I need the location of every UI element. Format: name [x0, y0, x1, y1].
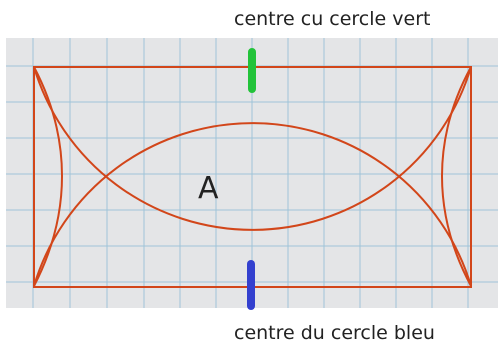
arc-green-circle	[33, 66, 472, 231]
arc-blue-circle	[33, 122, 472, 287]
arc-left-bottom-corner	[33, 175, 63, 287]
construction-figure	[33, 66, 472, 288]
arc-right-bottom-corner	[441, 175, 472, 287]
blue-circle-center-caption: centre du cercle bleu	[234, 322, 435, 344]
arc-left-top-corner	[33, 66, 63, 177]
arc-right-top-corner	[441, 66, 472, 177]
region-label-a: A	[198, 171, 219, 206]
green-circle-center-caption: centre cu cercle vert	[234, 8, 431, 30]
